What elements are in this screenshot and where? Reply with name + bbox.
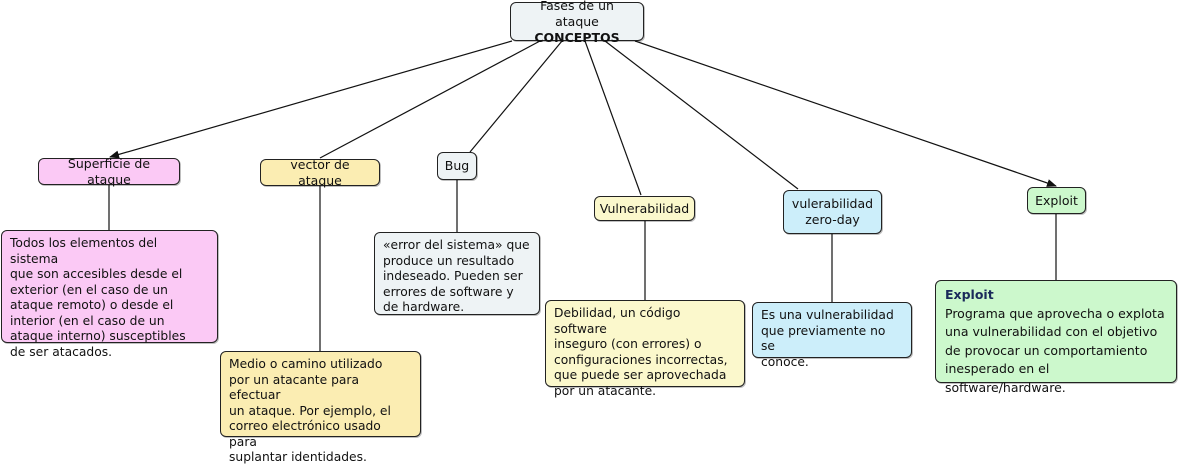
concept-label: vector de ataque xyxy=(290,156,350,188)
description-line: una vulnerabilidad con el objetivo xyxy=(945,324,1158,339)
concept-label: Vulnerabilidad xyxy=(599,200,690,216)
link-root-superficie xyxy=(109,40,513,159)
description-line: produce un resultado xyxy=(383,253,515,268)
description-line: que puede ser aprovechada xyxy=(554,368,727,382)
concept-zero-day: vulerabilidad zero-day xyxy=(783,190,882,234)
concept-vulnerabilidad: Vulnerabilidad xyxy=(594,196,695,221)
description-vector-de-ataque: Medio o camino utilizado por un atacante… xyxy=(220,351,421,464)
description-bug: «error del sistema» que produce un resul… xyxy=(374,232,540,315)
description-line: indeseado. Pueden ser xyxy=(383,269,523,283)
concept-label: Superficie de ataque xyxy=(67,155,151,187)
concept-exploit: Exploit xyxy=(1027,187,1086,214)
description-line: un ataque. Por ejemplo, el xyxy=(229,403,391,418)
concept-label-line2: zero-day xyxy=(805,212,860,227)
concept-label: Bug xyxy=(444,158,470,173)
description-line: inseguro (con errores) o xyxy=(554,337,702,351)
concept-bug: Bug xyxy=(437,152,477,180)
concept-superficie-de-ataque: Superficie de ataque xyxy=(38,155,180,187)
concept-vector-de-ataque: vector de ataque xyxy=(260,156,380,188)
description-line: Programa que aprovecha o explota xyxy=(945,305,1165,321)
description-vulnerabilidad: Debilidad, un código software inseguro (… xyxy=(545,300,745,398)
description-line: ataque remoto) o desde el xyxy=(10,298,174,312)
concept-label: Exploit xyxy=(1035,192,1078,208)
connector-lines xyxy=(108,40,1057,351)
description-line: suplantar identidades. xyxy=(229,450,367,464)
description-line: errores de software y xyxy=(383,284,514,299)
description-title: Exploit xyxy=(945,287,994,302)
description-line: ataque interno) susceptibles xyxy=(10,329,186,343)
description-line: exterior (en el caso de un xyxy=(10,282,168,297)
description-line: por un atacante para efectuar xyxy=(229,372,359,403)
description-line: de ser atacados. xyxy=(10,344,113,359)
description-exploit: Exploit Programa que aprovecha o explota… xyxy=(935,280,1177,395)
concept-label-line1: vulerabilidad xyxy=(791,196,874,211)
description-line: «error del sistema» que xyxy=(383,238,530,252)
description-line: interior (en el caso de un xyxy=(10,313,165,328)
link-root-vulnerabilidad xyxy=(584,40,642,196)
description-line: que son accesibles desde el xyxy=(10,267,183,281)
description-line: Todos los elementos del sistema xyxy=(10,236,158,266)
link-root-bug xyxy=(469,40,563,153)
description-line: configuraciones incorrectas, xyxy=(554,352,728,367)
link-root-zero-day xyxy=(604,40,799,190)
description-zero-day: Es una vulnerabilidad que previamente no… xyxy=(752,302,912,369)
root-subtitle: CONCEPTOS xyxy=(534,29,620,45)
link-root-exploit xyxy=(634,40,1057,187)
description-line: Es una vulnerabilidad xyxy=(761,308,894,322)
link-root-vector xyxy=(319,40,541,159)
description-line: que previamente no se xyxy=(761,323,886,354)
description-line: por un atacante. xyxy=(554,383,657,398)
description-line: Medio o camino utilizado xyxy=(229,357,383,371)
root-title: Fases de un ataque xyxy=(540,0,614,29)
description-line: de provocar un comportamiento xyxy=(945,342,1148,358)
description-line: correo electrónico usado para xyxy=(229,419,381,449)
description-line: conoce. xyxy=(761,354,809,369)
description-line: inesperado en el software/hardware. xyxy=(945,361,1066,395)
description-line: Debilidad, un código software xyxy=(554,306,681,336)
description-line: de hardware. xyxy=(383,300,465,314)
root-concept-node: Fases de un ataque CONCEPTOS xyxy=(510,0,644,45)
description-superficie-de-ataque: Todos los elementos del sistema que son … xyxy=(1,230,218,359)
